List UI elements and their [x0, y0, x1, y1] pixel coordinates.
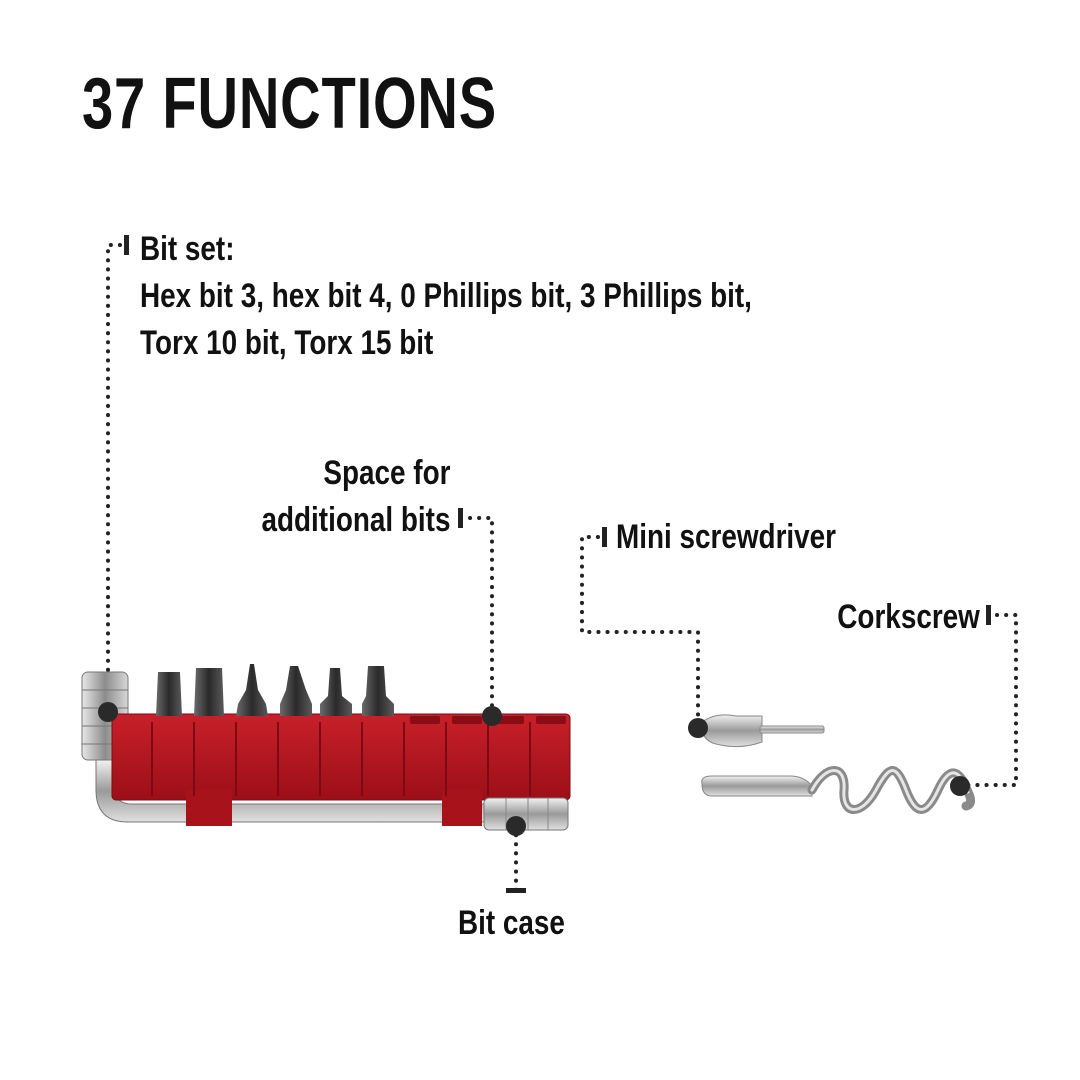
red-holder — [111, 713, 571, 801]
empty-slots — [410, 716, 566, 724]
corkscrew — [701, 766, 976, 814]
leader-caps — [124, 235, 991, 893]
bit-set-dot — [98, 702, 118, 722]
red-foot-right — [442, 790, 482, 826]
mini-screwdriver-leader — [580, 535, 700, 726]
hex-bit-3 — [156, 672, 182, 716]
hex-bit-4 — [194, 668, 224, 716]
bit-case-label: Bit case — [458, 904, 565, 942]
mini-screwdriver-label: Mini screwdriver — [616, 518, 837, 556]
space-leader — [468, 516, 494, 714]
space-line-1: Space for — [322, 454, 450, 492]
corkscrew-label: Corkscrew — [837, 598, 980, 636]
space-dot — [482, 706, 502, 726]
space-line-2: additional bits — [261, 500, 450, 539]
torx-15-bit — [362, 666, 394, 716]
corkscrew-dot — [950, 776, 970, 796]
mini-screwdriver-dot — [688, 718, 708, 738]
mini-screwdriver — [701, 714, 825, 748]
torx-10-bit — [320, 668, 352, 716]
leader-dots — [98, 702, 970, 836]
phillips-0-bit — [236, 664, 268, 716]
holder-slots — [151, 722, 531, 796]
bit-case-barrel — [483, 797, 569, 831]
corkscrew-leader — [960, 613, 1018, 787]
red-foot-left — [186, 790, 232, 826]
bits — [156, 664, 394, 716]
bit-set-heading: Bit set: — [140, 230, 235, 268]
bit-set-label: Bit set: Hex bit 3, hex bit 4, 0 Phillip… — [140, 226, 752, 367]
bit-set-leader — [106, 243, 122, 712]
bit-case-dot — [506, 816, 526, 836]
bit-set-line-1: Hex bit 3, hex bit 4, 0 Phillips bit, 3 … — [140, 276, 752, 315]
phillips-3-bit — [280, 666, 312, 716]
page-title: 37 FUNCTIONS — [82, 64, 498, 144]
bit-case — [81, 664, 571, 831]
space-label: Space for additional bits — [261, 450, 450, 544]
bit-set-line-2: Torx 10 bit, Torx 15 bit — [140, 323, 434, 362]
leader-lines — [106, 243, 1018, 892]
